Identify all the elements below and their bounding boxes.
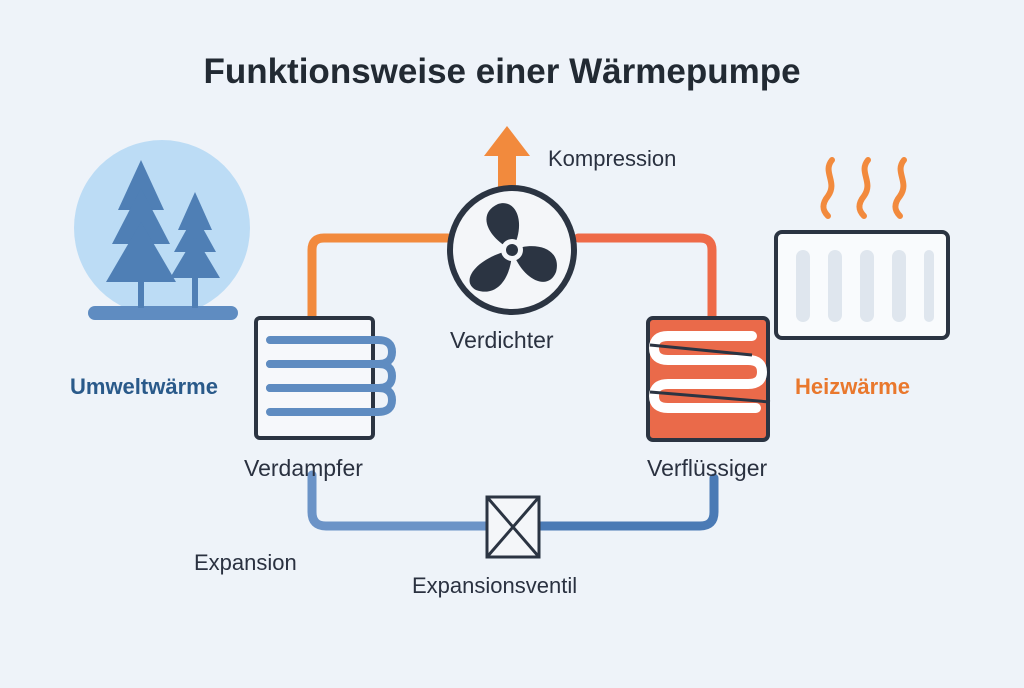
heat-waves-icon <box>820 157 907 219</box>
pine-trees-icon <box>74 140 250 320</box>
refrigerant-circuit <box>307 233 719 531</box>
condenser-label: Verflüssiger <box>647 455 768 481</box>
diagram-title: Funktionsweise einer Wärmepumpe <box>203 52 801 91</box>
expansion-label: Expansion <box>194 550 297 575</box>
radiator-icon <box>774 230 950 340</box>
heating-heat-label: Heizwärme <box>795 374 910 399</box>
evaporator-unit <box>254 316 397 440</box>
expansion-valve-icon <box>485 495 541 559</box>
pipe-bottom-right <box>535 473 719 531</box>
pipe-top-left <box>307 233 453 323</box>
ambient-heat-label: Umweltwärme <box>70 374 218 399</box>
fan-icon <box>447 185 577 315</box>
condenser-unit <box>646 316 771 442</box>
evaporator-label: Verdampfer <box>244 455 363 481</box>
arrow-up-icon <box>484 126 530 188</box>
pipe-top-right <box>573 233 717 323</box>
expansion-valve-label: Expansionsventil <box>412 573 578 598</box>
pipe-bottom-left <box>307 470 491 531</box>
compression-label: Kompression <box>548 146 677 171</box>
compressor-label: Verdichter <box>450 327 554 353</box>
